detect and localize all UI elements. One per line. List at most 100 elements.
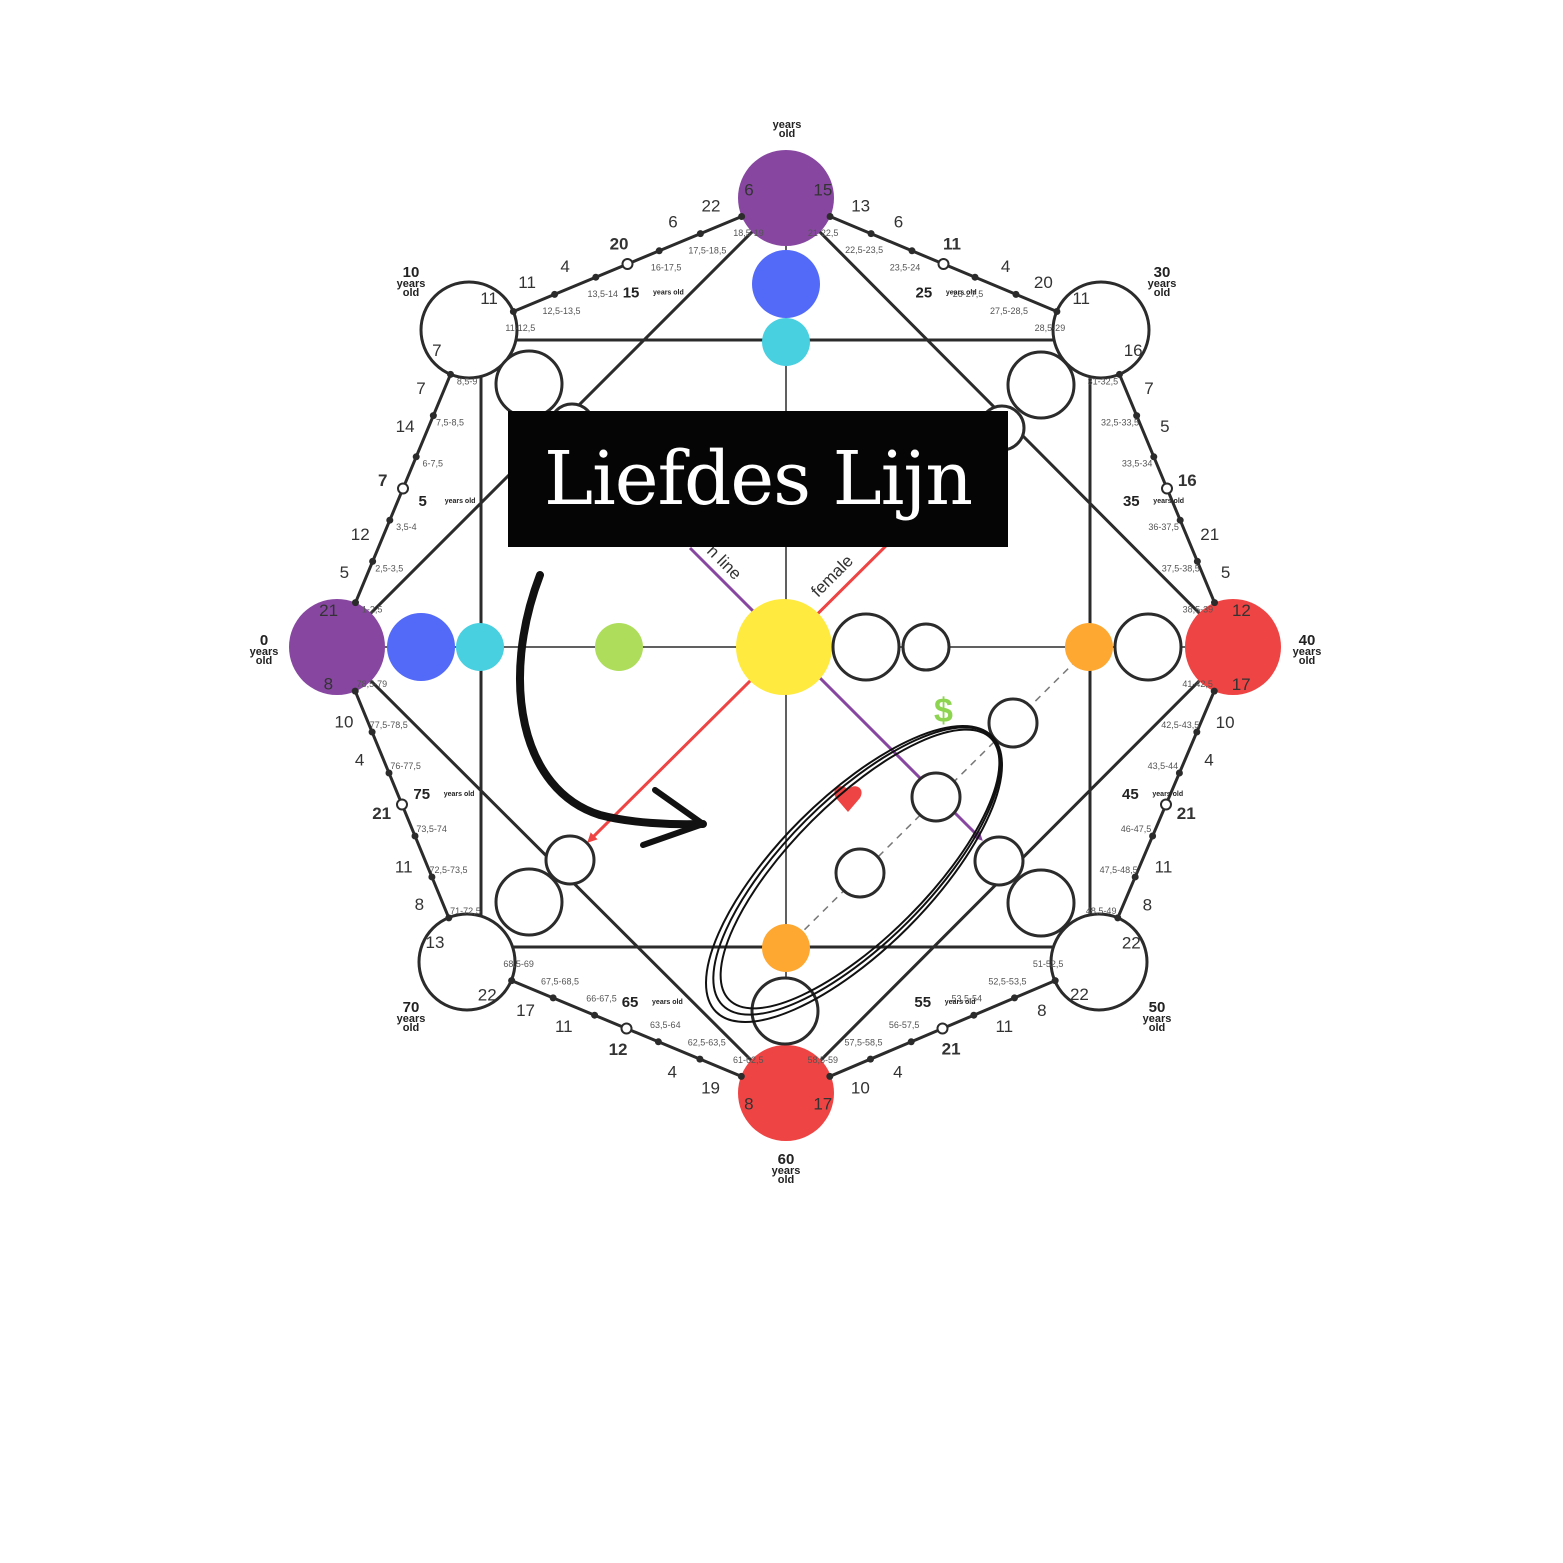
range-label-5-0: 51-52,5 (1033, 959, 1064, 969)
green-circle (595, 623, 643, 671)
outer-number-3-2: 5 (1160, 417, 1169, 436)
age-label-0: 0 (260, 632, 268, 649)
tick-dot-4-0 (1210, 687, 1218, 695)
outer-number-3-5: 5 (1221, 563, 1230, 582)
tick-dot-4-5 (1131, 873, 1139, 881)
tick-dot-7-1 (428, 873, 436, 881)
dollar-icon: $ (934, 692, 953, 730)
range-label-4-1: 42,5-43,5 (1161, 720, 1199, 730)
white-circle-right-small (901, 622, 951, 672)
red-circle-bottom (738, 1045, 834, 1141)
tick-dot-1-2 (592, 273, 600, 281)
outer-number-6-1: 19 (701, 1078, 720, 1097)
range-label-4-3: 46-47,5 (1121, 824, 1152, 834)
age-sub-2-1: old (779, 128, 796, 140)
tick-dot-2-4 (971, 273, 979, 281)
range-label-1-2: 13,5-14 (587, 289, 618, 299)
range-label-1-3: 16-17,5 (651, 262, 682, 272)
center-circle (736, 599, 832, 695)
ellipse-scribble-2 (705, 725, 1003, 1023)
outer-number-0-0: 21 (319, 601, 338, 620)
tick-dot-7-5 (368, 728, 376, 736)
outer-number-0-4: 14 (396, 417, 415, 436)
white-circle-bl-mid (494, 867, 564, 937)
cyan-circle-left (456, 623, 504, 671)
mid-age-marker-2 (937, 258, 950, 270)
age-sub-5-0: years (1143, 1013, 1172, 1025)
age-sub-6-1: old (778, 1174, 795, 1186)
age-sub-2-0: years (773, 119, 802, 131)
tick-dot-4-2 (1175, 769, 1183, 777)
outer-number-0-1: 5 (340, 563, 349, 582)
outer-number-1-0: 11 (480, 289, 498, 308)
tick-dot-0-1 (369, 557, 377, 565)
age-sub-5-1: old (1149, 1022, 1166, 1034)
age-sub-1-0: years (397, 278, 426, 290)
outer-number-7-4: 4 (355, 750, 364, 769)
outer-number-4-0: 17 (1232, 675, 1251, 694)
range-label-7-3: 76-77,5 (390, 761, 421, 771)
tick-dot-1-6 (738, 212, 746, 220)
outer-number-1-5: 22 (702, 196, 721, 215)
title-banner: Liefdes Lijn (508, 411, 1008, 547)
range-label-3-2: 33,5-34 (1122, 459, 1153, 469)
range-label-3-1: 32,5-33,5 (1101, 418, 1139, 428)
range-label-3-4: 37,5-38,5 (1162, 563, 1200, 573)
outer-number-1-3: 20 (610, 235, 629, 254)
range-label-4-0: 41-42,5 (1182, 679, 1213, 689)
tick-dot-4-6 (1114, 914, 1122, 922)
age-labels: 0yearsold10yearsoldyearsold30yearsold40y… (250, 119, 1322, 1186)
mid-age-num-4: 45 (1122, 786, 1139, 803)
blue-circle-top (752, 250, 820, 318)
tick-dot-0-0 (351, 599, 359, 607)
range-label-2-5: 28,5-29 (1035, 323, 1066, 333)
range-label-6-2: 63,5-64 (650, 1020, 681, 1030)
mid-age-num-6: 65 (622, 994, 639, 1011)
mid-age-sub-1: years old (653, 290, 684, 297)
range-label-2-0: 21-22,5 (808, 228, 839, 238)
female-line (587, 528, 904, 843)
outer-number-1-1: 11 (518, 273, 536, 292)
range-label-5-3: 56-57,5 (889, 1020, 920, 1030)
mid-age-sub-2: years old (946, 290, 977, 297)
mid-age-sub-3: years old (1153, 498, 1184, 505)
range-label-6-4: 67,5-68,5 (541, 976, 579, 986)
outer-number-5-2: 11 (995, 1017, 1013, 1036)
tick-dot-1-5 (696, 230, 704, 238)
mid-age-marker-7 (396, 798, 408, 811)
tick-dot-0-2 (386, 516, 394, 524)
age-sub-0-1: old (256, 655, 273, 667)
outer-number-7-1: 8 (415, 895, 424, 914)
curved-arrow-head (640, 787, 706, 848)
range-label-1-5: 18,5-19 (733, 228, 764, 238)
outer-number-4-6: 22 (1122, 933, 1141, 952)
white-circle-70 (417, 912, 517, 1012)
mid-age-sub-0: years old (445, 498, 476, 505)
mid-age-num-5: 55 (914, 994, 931, 1011)
age-label-4: 40 (1299, 632, 1316, 649)
white-circle-tl-mid (494, 349, 564, 419)
white-circle-tr-mid (1006, 350, 1076, 420)
outer-number-6-5: 17 (516, 1001, 535, 1020)
blue-circle-left (387, 613, 455, 681)
tick-dot-0-6 (447, 370, 455, 378)
tick-dot-7-2 (411, 832, 419, 840)
tick-dot-5-2 (970, 1011, 978, 1019)
outer-number-4-1: 10 (1216, 713, 1235, 732)
mid-age-marker-3 (1161, 482, 1173, 495)
range-label-4-2: 43,5-44 (1148, 761, 1179, 771)
mid-age-marker-4 (1160, 798, 1172, 811)
outer-number-6-4: 11 (555, 1017, 573, 1036)
outer-number-0-3: 7 (378, 471, 387, 490)
tick-dot-1-4 (655, 247, 663, 255)
age-label-6: 60 (778, 1151, 795, 1168)
tick-dot-4-4 (1149, 832, 1157, 840)
outer-number-5-1: 8 (1037, 1001, 1046, 1020)
outer-number-7-0: 13 (426, 933, 445, 952)
range-label-2-1: 22,5-23,5 (845, 245, 883, 255)
outer-number-5-6: 17 (813, 1094, 832, 1113)
range-label-5-4: 57,5-58,5 (844, 1038, 882, 1048)
outer-number-5-5: 10 (851, 1078, 870, 1097)
ellipse-scribble-1 (719, 728, 1001, 1010)
white-circle-bl-small (544, 834, 596, 886)
